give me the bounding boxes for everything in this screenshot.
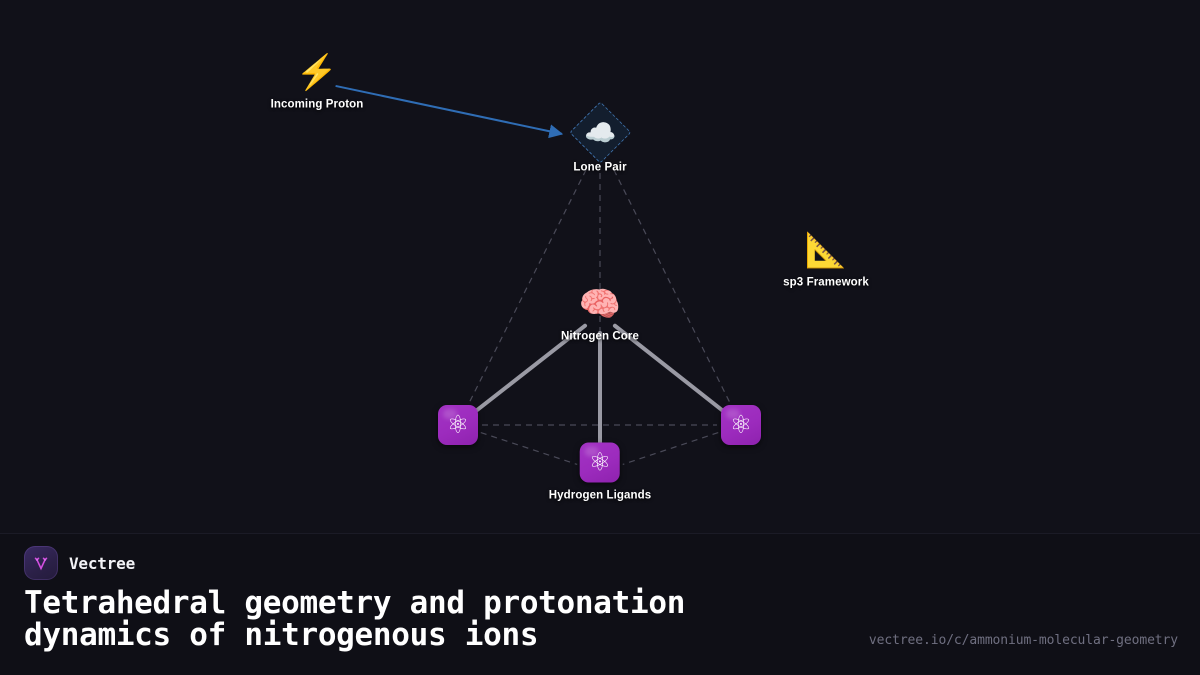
node-chip: ⚛ [438, 405, 478, 445]
node-chip: ⚛ [721, 405, 761, 445]
node-label: Hydrogen Ligands [548, 489, 652, 502]
high-voltage-icon: ⚡ [295, 53, 339, 92]
node-label: Nitrogen Core [561, 330, 639, 343]
cloud-icon: ☁️ [583, 117, 617, 148]
brand-name: Vectree [69, 553, 136, 573]
atom-icon: ⚛ [729, 411, 753, 439]
page-title: Tetrahedral geometry and protonation dyn… [24, 585, 686, 653]
source-url: vectree.io/c/ammonium-molecular-geometry [868, 633, 1178, 648]
triangular-ruler-icon: 📐 [804, 231, 848, 270]
node-sp3-framework[interactable]: 📐 sp3 Framework [783, 232, 869, 289]
atom-icon: ⚛ [446, 411, 470, 439]
graph-canvas[interactable]: ⚡ Incoming Proton ☁️ Lone Pair 📐 sp3 Framewor… [0, 0, 1200, 533]
node-hydrogen-left[interactable]: ⚛ [438, 405, 478, 445]
brand-row[interactable]: Vectree [24, 546, 135, 580]
node-incoming-proton[interactable]: ⚡ Incoming Proton [271, 54, 364, 111]
atom-icon: ⚛ [588, 448, 612, 477]
node-label: sp3 Framework [783, 276, 869, 289]
node-label: Lone Pair [573, 161, 627, 174]
node-lone-pair[interactable]: ☁️ Lone Pair [568, 101, 632, 174]
footer-bar: Vectree Tetrahedral geometry and protona… [0, 533, 1200, 675]
node-chip: ☁️ [568, 101, 632, 164]
brain-icon: 🧠 [578, 285, 622, 324]
node-hydrogen-bottom[interactable]: ⚛ Hydrogen Ligands [548, 442, 652, 502]
node-nitrogen-core[interactable]: 🧠 Nitrogen Core [561, 286, 639, 343]
vectree-logo-icon [24, 546, 58, 580]
node-label: Incoming Proton [270, 98, 364, 111]
edge-proton-to-lonepair [335, 84, 564, 139]
node-chip: ⚛ [580, 442, 620, 483]
node-hydrogen-right[interactable]: ⚛ [721, 405, 761, 445]
